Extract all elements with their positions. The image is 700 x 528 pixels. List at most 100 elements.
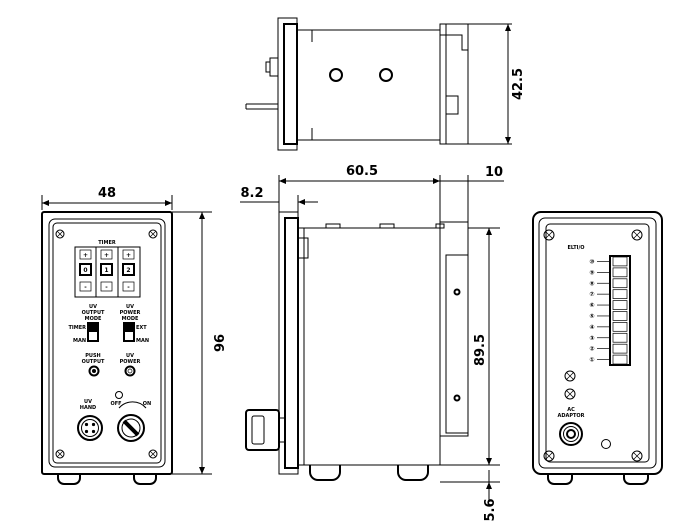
key-switch-indicator: [115, 391, 123, 399]
terminal-cell[interactable]: [612, 332, 628, 343]
ac-adaptor-jack[interactable]: [559, 422, 583, 446]
dim-side-extension: 10: [485, 165, 503, 180]
uv-output-mode-label: OUTPUT: [82, 310, 105, 316]
front-foot: [57, 474, 81, 485]
terminal-number: ②: [589, 346, 594, 353]
uv-hand-connector[interactable]: [77, 415, 103, 441]
timer-digit-switch: [74, 246, 141, 298]
dim-side-height: 89.5: [473, 334, 488, 366]
key-switch[interactable]: [117, 414, 145, 442]
side-foot: [309, 465, 341, 481]
back-panel-screw: [564, 388, 576, 400]
elti-o-label: ELTI/O: [567, 245, 584, 251]
timer-minus-button[interactable]: -: [105, 284, 108, 291]
back-panel-indicator: [601, 439, 611, 449]
key-switch-arc: [118, 401, 147, 409]
uv-power-mode-label: POWER: [120, 310, 141, 316]
on-label: ON: [143, 401, 151, 407]
timer-label: TIMER: [98, 240, 116, 246]
back-panel-inner: [545, 223, 650, 463]
side-view-hole: [453, 394, 461, 402]
uv-power-lamp: [124, 365, 136, 377]
uv-power-indicator-label: POWER: [120, 359, 141, 365]
man-switch-label: MAN: [73, 338, 86, 344]
push-output-button[interactable]: [88, 365, 100, 377]
timer-minus-button[interactable]: -: [84, 284, 87, 291]
uv-hand-label: UV: [84, 399, 92, 405]
uv-output-mode-label: MODE: [85, 316, 102, 322]
dim-front-width: 48: [98, 186, 116, 201]
man-switch-label: MAN: [136, 338, 149, 344]
dim-side-offset: 8.2: [240, 186, 263, 201]
back-panel-screw: [564, 370, 576, 382]
push-output-label: OUTPUT: [82, 359, 105, 365]
side-view-hole: [453, 288, 461, 296]
side-foot: [397, 465, 429, 481]
terminal-cell[interactable]: [612, 343, 628, 354]
timer-plus-button[interactable]: +: [104, 252, 109, 259]
ac-label: AC: [567, 407, 575, 413]
dim-top-height: 42.5: [511, 68, 526, 100]
uv-output-mode-toggle[interactable]: [87, 322, 99, 342]
uv-power-mode-toggle[interactable]: [123, 322, 135, 342]
back-panel-screw: [543, 450, 555, 462]
uv-power-mode-label: MODE: [122, 316, 139, 322]
front-panel-screw: [55, 449, 65, 459]
timer-plus-button[interactable]: +: [126, 252, 131, 259]
off-label: OFF: [110, 401, 121, 407]
terminal-cell[interactable]: [612, 267, 628, 278]
front-foot: [133, 474, 157, 485]
terminal-number: ⑨: [589, 269, 594, 276]
back-foot: [547, 474, 573, 485]
uv-power-indicator-label: UV: [126, 353, 134, 359]
top-view-hole: [379, 68, 393, 82]
front-panel-screw: [148, 449, 158, 459]
terminal-cell[interactable]: [612, 354, 628, 365]
terminal-cell[interactable]: [612, 311, 628, 321]
timer-digit-cell: + 0 -: [79, 249, 92, 292]
timer-digit-value: 0: [83, 267, 87, 274]
timer-minus-button[interactable]: -: [127, 284, 130, 291]
terminal-number: ⑧: [589, 280, 594, 287]
back-panel-screw: [631, 450, 643, 462]
terminal-number: ⑩: [589, 258, 594, 265]
timer-plus-button[interactable]: +: [83, 252, 88, 259]
terminal-cell[interactable]: [612, 278, 628, 289]
front-panel-outer: [41, 211, 173, 475]
back-foot: [623, 474, 649, 485]
top-view: 42.5: [245, 17, 526, 151]
timer-digit-cell: + 1 -: [100, 249, 113, 292]
dim-front-height: 96: [210, 334, 225, 352]
uv-hand-label: HAND: [80, 405, 96, 411]
front-panel-screw: [55, 229, 65, 239]
terminal-number: ⑥: [589, 302, 594, 309]
push-output-label: PUSH: [85, 353, 101, 359]
terminal-cell[interactable]: [612, 322, 628, 332]
terminal-block: [609, 255, 631, 366]
back-panel-screw: [543, 229, 555, 241]
terminal-cell[interactable]: [612, 289, 628, 299]
terminal-number: ④: [589, 324, 594, 331]
timer-switch-label: TIMER: [68, 325, 86, 331]
terminal-cell[interactable]: [612, 256, 628, 267]
timer-digit-value: 2: [126, 267, 130, 274]
ext-switch-label: EXT: [136, 325, 147, 331]
top-view-hole: [329, 68, 343, 82]
terminal-number: ③: [589, 335, 594, 342]
front-panel-bezel: [48, 218, 166, 468]
terminal-cell[interactable]: [612, 300, 628, 310]
front-panel-screw: [148, 229, 158, 239]
uv-output-mode-label: UV: [89, 304, 97, 310]
back-panel-screw: [631, 229, 643, 241]
timer-digit-cell: + 2 -: [122, 249, 135, 292]
dim-side-foot: 5.6: [483, 498, 498, 521]
terminal-number: ⑤: [589, 313, 594, 320]
timer-digit-value: 1: [104, 267, 108, 274]
dim-side-depth: 60.5: [346, 164, 378, 179]
key-handle: [245, 409, 285, 451]
uv-power-mode-label: UV: [126, 304, 134, 310]
terminal-number: ⑦: [589, 291, 594, 298]
